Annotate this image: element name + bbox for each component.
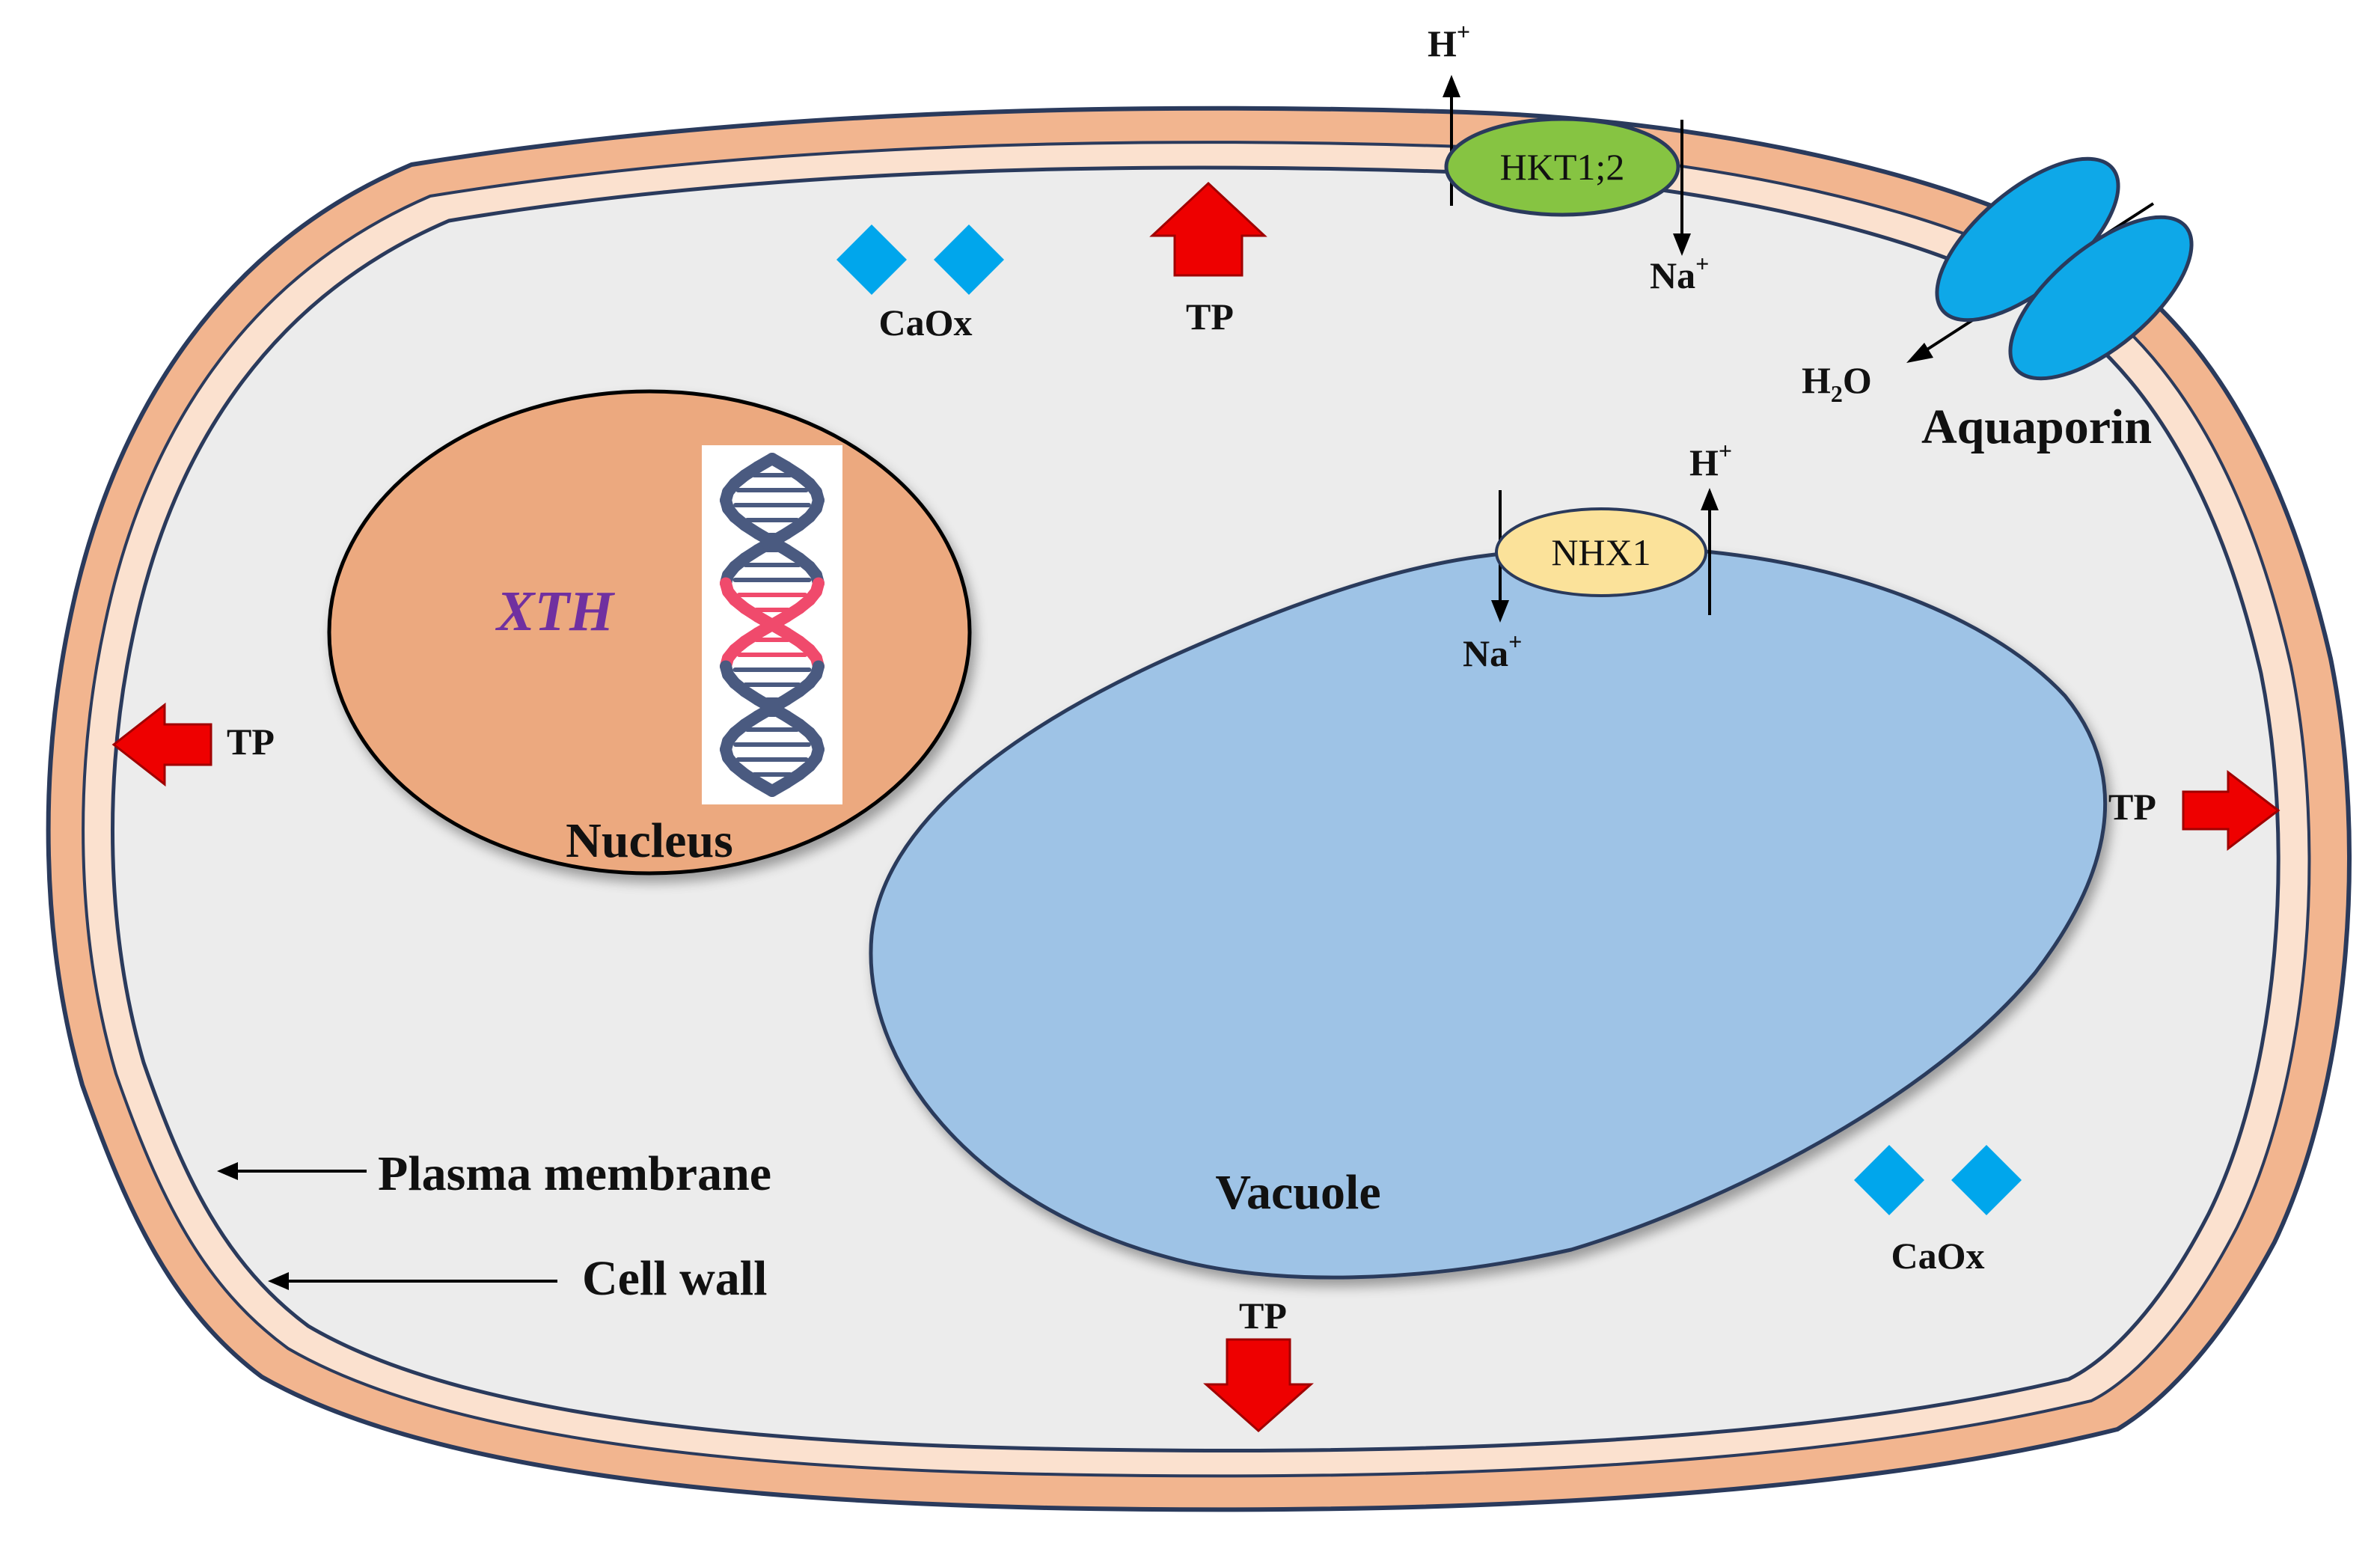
hkt-label: HKT1;2 — [1500, 146, 1625, 188]
tp-arrow-left — [111, 702, 212, 787]
plasma-membrane-pointer-head — [217, 1162, 238, 1180]
h-plus-vac-label: H+ — [1689, 437, 1732, 483]
cell-wall-pointer-head — [268, 1272, 289, 1290]
caox-top-label: CaOx — [879, 302, 973, 343]
na-plus-vac-label: Na+ — [1463, 628, 1522, 674]
hkt-na-arrow-head — [1673, 233, 1691, 256]
caox-diamond-icon — [1854, 1145, 1924, 1215]
na-plus-top-label: Na+ — [1650, 250, 1709, 296]
caox-bottom-label: CaOx — [1891, 1235, 1985, 1277]
caox-diamond-icon — [1951, 1145, 2022, 1215]
tp-left-label: TP — [227, 721, 275, 763]
plasma-membrane-label: Plasma membrane — [378, 1146, 771, 1201]
h-plus-top-label: H+ — [1428, 18, 1470, 64]
dna-strand-segment — [766, 776, 793, 797]
nhx-label: NHX1 — [1551, 531, 1651, 573]
hkt-h-arrow-head — [1443, 75, 1460, 97]
aquaporin-arrow-head — [1906, 343, 1933, 363]
dna-helix-icon — [702, 445, 842, 804]
tp-top-label: TP — [1186, 296, 1234, 337]
nhx-transporter — [1495, 507, 1707, 597]
aquaporin-label: Aquaporin — [1921, 400, 2152, 454]
cell-wall-label: Cell wall — [582, 1251, 767, 1306]
tp-arrow-right — [2182, 769, 2280, 852]
caox-diamond-icon — [836, 224, 907, 295]
nucleus-label: Nucleus — [566, 813, 733, 868]
xth-label: XTH — [495, 580, 616, 643]
nhx-na-arrow-head — [1491, 600, 1509, 623]
tp-arrow-bottom — [1203, 1338, 1314, 1433]
nucleus — [327, 389, 972, 876]
tp-right-label: TP — [2108, 786, 2156, 828]
vacuole-label: Vacuole — [1215, 1165, 1380, 1220]
tp-bottom-label: TP — [1239, 1295, 1287, 1336]
aquaporin-channel-lower — [2008, 215, 2194, 381]
nhx-h-arrow-head — [1701, 488, 1719, 510]
h2o-label: H2O — [1802, 359, 1872, 407]
hkt-transporter — [1444, 117, 1680, 217]
caox-diamond-icon — [934, 224, 1004, 295]
vacuole — [869, 545, 2108, 1280]
tp-arrow-top — [1149, 181, 1267, 277]
